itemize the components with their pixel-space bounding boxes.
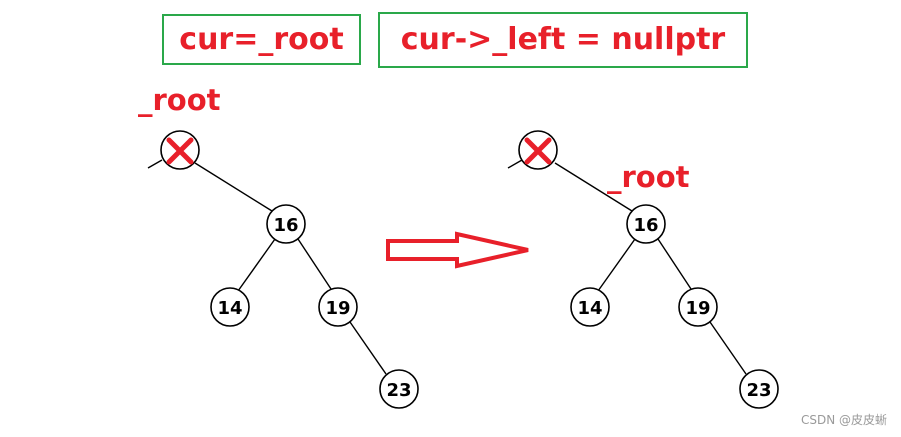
node-label: 19 bbox=[685, 298, 710, 319]
root-label-after: _root bbox=[607, 160, 690, 194]
node-label: 14 bbox=[217, 298, 242, 319]
tree-before: 16 14 19 23 bbox=[147, 130, 419, 409]
code-box-cur-assign: cur=_root bbox=[162, 14, 361, 65]
tree-node: 16 bbox=[266, 204, 306, 244]
transition-arrow bbox=[386, 231, 529, 269]
node-label: 23 bbox=[746, 380, 771, 401]
node-label: 16 bbox=[633, 215, 658, 236]
tree-node: 14 bbox=[570, 287, 610, 327]
code-box-left-null: cur->_left = nullptr bbox=[378, 12, 748, 68]
tree-node: 19 bbox=[678, 287, 718, 327]
node-label: 23 bbox=[386, 380, 411, 401]
tree-node: 23 bbox=[739, 369, 779, 409]
edge-19-23 bbox=[709, 321, 747, 375]
watermark: CSDN @皮皮蜥 bbox=[800, 413, 887, 427]
edge-16-14 bbox=[597, 238, 636, 292]
edge-left-stub bbox=[507, 159, 523, 169]
deleted-node-after bbox=[518, 130, 558, 170]
tree-node: 14 bbox=[210, 287, 250, 327]
edge-19-23 bbox=[349, 321, 387, 375]
node-label: 14 bbox=[577, 298, 602, 319]
edge-left-stub bbox=[147, 159, 163, 169]
root-label-before: _root bbox=[138, 83, 221, 117]
edge-16-14 bbox=[237, 238, 276, 292]
edge-root-16 bbox=[194, 162, 273, 212]
node-label: 19 bbox=[325, 298, 350, 319]
node-label: 16 bbox=[273, 215, 298, 236]
tree-node: 19 bbox=[318, 287, 358, 327]
edge-16-19 bbox=[657, 238, 692, 290]
deleted-node-before bbox=[160, 130, 200, 170]
edge-16-19 bbox=[297, 238, 332, 290]
tree-node: 23 bbox=[379, 369, 419, 409]
code-text-cur-assign: cur=_root bbox=[179, 21, 344, 57]
tree-node: 16 bbox=[626, 204, 666, 244]
tree-after: 16 14 19 23 bbox=[507, 130, 779, 409]
edge-root-16 bbox=[554, 162, 633, 212]
code-text-left-null: cur->_left = nullptr bbox=[400, 22, 726, 57]
